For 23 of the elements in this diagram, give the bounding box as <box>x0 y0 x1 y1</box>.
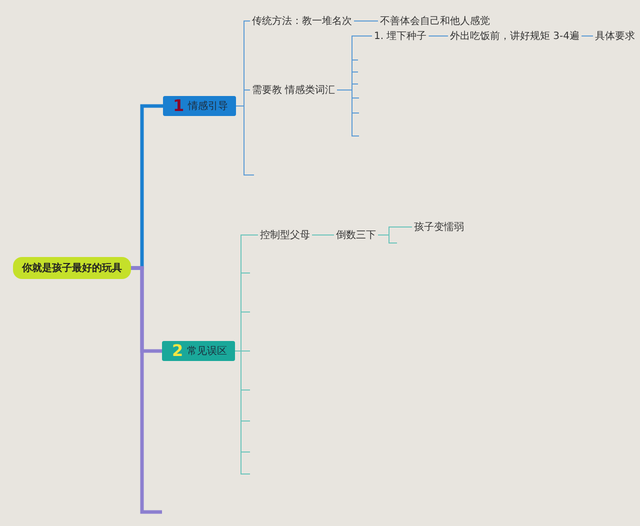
branch-line <box>354 20 378 22</box>
main-topic <box>162 341 236 361</box>
central-topic: 你就是孩子最好的玩具 <box>13 257 131 279</box>
subtopic-text: 不善体会自己和他人感觉 <box>378 12 492 30</box>
subtopic-text: 传统方法：教一堆名次 <box>250 12 354 30</box>
branch-line <box>336 90 360 136</box>
subtopic-text: 倒数三下 <box>334 226 378 244</box>
topic-label: 常见误区 <box>187 344 228 358</box>
branch-line <box>234 350 250 474</box>
topic-number: 1 <box>173 97 184 115</box>
subtopic-text: 控制型父母 <box>258 226 312 244</box>
branch-line <box>131 266 162 514</box>
subtopic-text: 需要教 情感类词汇 <box>250 81 338 99</box>
main-topic <box>163 96 236 116</box>
topic-number: 2 <box>172 342 184 360</box>
subtopic-text: 孩子变懦弱 <box>412 218 466 236</box>
subtopic-text: 具体要求 <box>593 27 637 45</box>
branch-line <box>378 234 398 244</box>
branch-line <box>312 234 334 236</box>
subtopic-text: 1. 埋下种子 <box>372 27 429 45</box>
subtopic-text: 外出吃饭前，讲好规矩 3-4遍 <box>448 27 582 45</box>
branch-line <box>236 106 254 176</box>
topic-label: 情感引导 <box>188 100 228 113</box>
